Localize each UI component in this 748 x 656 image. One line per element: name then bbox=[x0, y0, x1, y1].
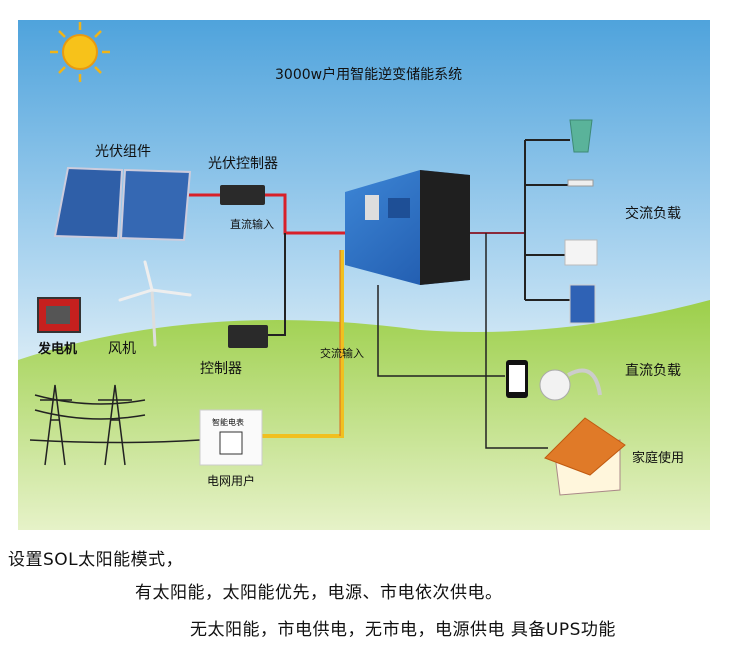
dc-load-icons bbox=[506, 360, 602, 401]
house-icon bbox=[544, 417, 626, 496]
wind-turbine-icon bbox=[118, 260, 192, 347]
diagram-title: 3000w户用智能逆变储能系统 bbox=[275, 66, 462, 83]
ac-load-icons bbox=[564, 119, 598, 324]
ac-input-label: 交流输入 bbox=[320, 346, 364, 360]
generator-icon bbox=[37, 297, 81, 333]
wind-turbine-label: 风机 bbox=[108, 341, 136, 357]
power-tower-icon bbox=[29, 384, 201, 466]
pv-controller-label: 光伏控制器 bbox=[208, 156, 278, 172]
generator-label: 发电机 bbox=[37, 341, 77, 357]
controller-icon bbox=[228, 325, 268, 348]
ac-load-label: 交流负载 bbox=[625, 205, 681, 222]
grid-user-label: 电网用户 bbox=[207, 473, 255, 488]
home-use-label: 家庭使用 bbox=[632, 450, 684, 466]
grass-hill bbox=[18, 300, 710, 530]
dc-load-label: 直流负载 bbox=[625, 362, 681, 379]
pv-modules-label: 光伏组件 bbox=[95, 144, 151, 160]
note-line-2: 有太阳能，太阳能优先，电源、市电依次供电。 bbox=[135, 583, 503, 603]
controller-label: 控制器 bbox=[200, 361, 242, 377]
dc-input-label: 直流输入 bbox=[230, 217, 274, 231]
note-line-3: 无太阳能，市电供电，无市电，电源供电 具备UPS功能 bbox=[190, 620, 616, 640]
sun-icon bbox=[50, 22, 110, 82]
pv-controller-icon bbox=[220, 185, 265, 205]
pv-panels-icon bbox=[53, 166, 192, 242]
smart-meter-label: 智能电表 bbox=[212, 417, 244, 427]
note-line-1: 设置SOL太阳能模式， bbox=[8, 550, 184, 570]
smart-meter-icon bbox=[199, 409, 263, 466]
inverter-icon bbox=[345, 170, 470, 285]
